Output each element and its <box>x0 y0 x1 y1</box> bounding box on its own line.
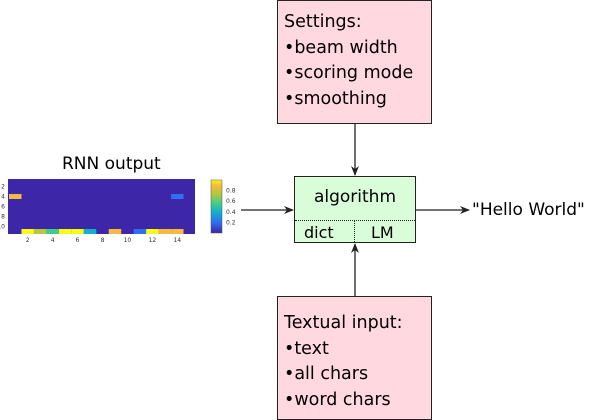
heatmap-cell <box>9 194 22 199</box>
colorbar <box>210 179 223 234</box>
textual-input-item-text: •text <box>284 338 329 359</box>
heatmap-x-tick: 2 <box>26 237 30 244</box>
heatmap-cell <box>133 229 147 234</box>
algorithm-box: algorithm dict LM <box>294 176 416 243</box>
heatmap-cell <box>46 229 59 234</box>
heatmap-cell <box>171 194 184 199</box>
settings-item-smoothing: •smoothing <box>284 88 387 109</box>
heatmap-x-tick: 8 <box>101 237 105 244</box>
heatmap-cell <box>158 229 172 234</box>
heatmap-y-tick: 4 <box>1 194 5 201</box>
heatmap-cell <box>21 229 34 234</box>
textual-input-title: Textual input: <box>284 313 403 333</box>
textual-input-item-word-chars: •word chars <box>284 389 391 410</box>
heatmap-x-tick: 14 <box>173 237 181 244</box>
output-text: "Hello World" <box>472 200 585 220</box>
heatmap-cell <box>146 229 159 234</box>
heatmap-cell <box>83 229 97 234</box>
heatmap-y-tick: 10 <box>0 224 5 231</box>
rnn-output-title: RNN output <box>62 154 161 174</box>
heatmap-y-tick: 8 <box>1 214 5 221</box>
colorbar-tick: 0.8 <box>226 188 236 195</box>
heatmap-x-tick: 6 <box>76 237 80 244</box>
colorbar-tick: 0.2 <box>226 219 236 226</box>
algorithm-divider <box>295 220 415 221</box>
heatmap-cell <box>171 229 184 234</box>
settings-item-beam-width: •beam width <box>284 37 398 58</box>
settings-item-scoring-mode: •scoring mode <box>284 63 414 83</box>
algorithm-lm-cell: LM <box>371 223 394 242</box>
algorithm-title: algorithm <box>313 187 397 207</box>
heatmap-x-tick: 12 <box>149 237 157 244</box>
textual-input-box: Textual input: •text •all chars •word ch… <box>277 296 432 420</box>
textual-input-item-all-chars: •all chars <box>284 364 369 384</box>
heatmap-cell <box>108 229 122 234</box>
heatmap-y-tick: 6 <box>1 204 5 211</box>
heatmap-cell <box>33 229 47 234</box>
heatmap-cell <box>58 229 72 234</box>
settings-box: Settings: •beam width •scoring mode •smo… <box>277 0 432 124</box>
heatmap-cell <box>71 229 84 234</box>
algorithm-cell-divider <box>354 221 355 242</box>
heatmap-y-tick: 2 <box>1 184 5 191</box>
heatmap-x-tick: 4 <box>51 237 55 244</box>
heatmap-cell <box>171 189 184 194</box>
heatmap-x-tick: 10 <box>124 237 132 244</box>
heatmap-background <box>8 179 195 234</box>
colorbar-tick: 0.6 <box>226 198 236 205</box>
colorbar-tick: 0.4 <box>226 209 236 216</box>
algorithm-dict-cell: dict <box>304 223 334 242</box>
settings-title: Settings: <box>284 12 362 32</box>
